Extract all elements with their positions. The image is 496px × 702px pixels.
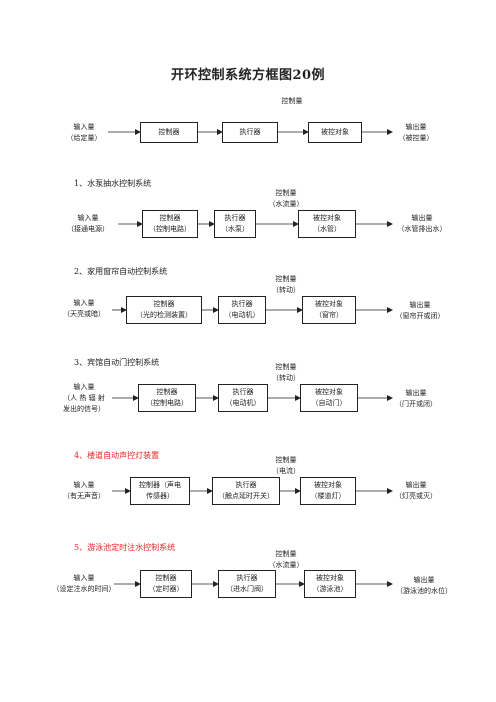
input-label: 输入量（给定量） (66, 123, 102, 142)
input-label: 输入量（天亮或暗） (63, 299, 105, 318)
control-qty-label: 控制量（转动） (272, 363, 300, 382)
actuator-box: 执行器 (222, 122, 278, 143)
controller-box: 控制器（控制电路） (138, 384, 196, 412)
input-label: 输入量（接通电源） (67, 214, 109, 233)
control-qty-label: 控制量（水流量） (268, 189, 304, 208)
plant-box: 被控对象（窗帘） (302, 296, 356, 324)
actuator-box: 执行器（水泵） (214, 210, 256, 238)
actuator-box: 执行器（进水门阀） (218, 570, 276, 598)
example-heading: 3、宾馆自动门控制系统 (74, 358, 160, 367)
example-heading: 2、家用窗帘自动控制系统 (74, 267, 168, 276)
controller-box: 控制器（声电传感器） (130, 477, 190, 505)
output-label: 输出量（灯亮或灭） (395, 481, 437, 500)
output-label: 输出量（游泳池的水位） (396, 576, 452, 595)
plant-box: 被控对象（楼道灯） (300, 477, 356, 505)
plant-box: 被控对象（水管） (298, 210, 356, 238)
actuator-box: 执行器（电动机） (218, 296, 266, 324)
plant-box: 被控对象（自动门） (300, 384, 358, 412)
output-label: 输出量（门开或闭） (395, 389, 437, 408)
output-label: 输出量（水管排出水） (397, 214, 447, 233)
output-label: 输出量（被控量） (398, 123, 434, 142)
plant-box: 被控对象 (308, 122, 362, 143)
page-title: 开环控制系统方框图20例 (170, 68, 326, 83)
input-label: 输入量（人 热 辐 射发出的信号） (63, 383, 105, 413)
control-qty-label: 控制量 (281, 97, 303, 105)
actuator-box: 执行器（电动机） (218, 384, 268, 412)
input-label: 输入量（设定注水的时间） (52, 574, 116, 593)
control-qty-label: 控制量（水流量） (268, 550, 304, 569)
actuator-box: 执行器（触点延时开关） (212, 477, 280, 505)
example-heading: 4、楼道自动声控灯装置 (74, 451, 160, 460)
input-label: 输入量（有无声音） (63, 481, 105, 500)
controller-box: 控制器（控制电路） (142, 210, 198, 238)
controller-box: 控制器 (140, 122, 198, 143)
plant-box: 被控对象（游泳池） (304, 570, 356, 598)
example-heading: 1、水泵抽水控制系统 (74, 179, 152, 188)
controller-box: 控制器（定时器） (140, 570, 192, 598)
controller-box: 控制器（光的检测装置） (126, 296, 202, 324)
output-label: 输出量（窗帘开或闭） (395, 301, 445, 320)
control-qty-label: 控制量（电流） (272, 456, 300, 475)
example-heading: 5、游泳池定时注水控制系统 (74, 543, 176, 552)
control-qty-label: 控制量（转动） (272, 275, 300, 294)
